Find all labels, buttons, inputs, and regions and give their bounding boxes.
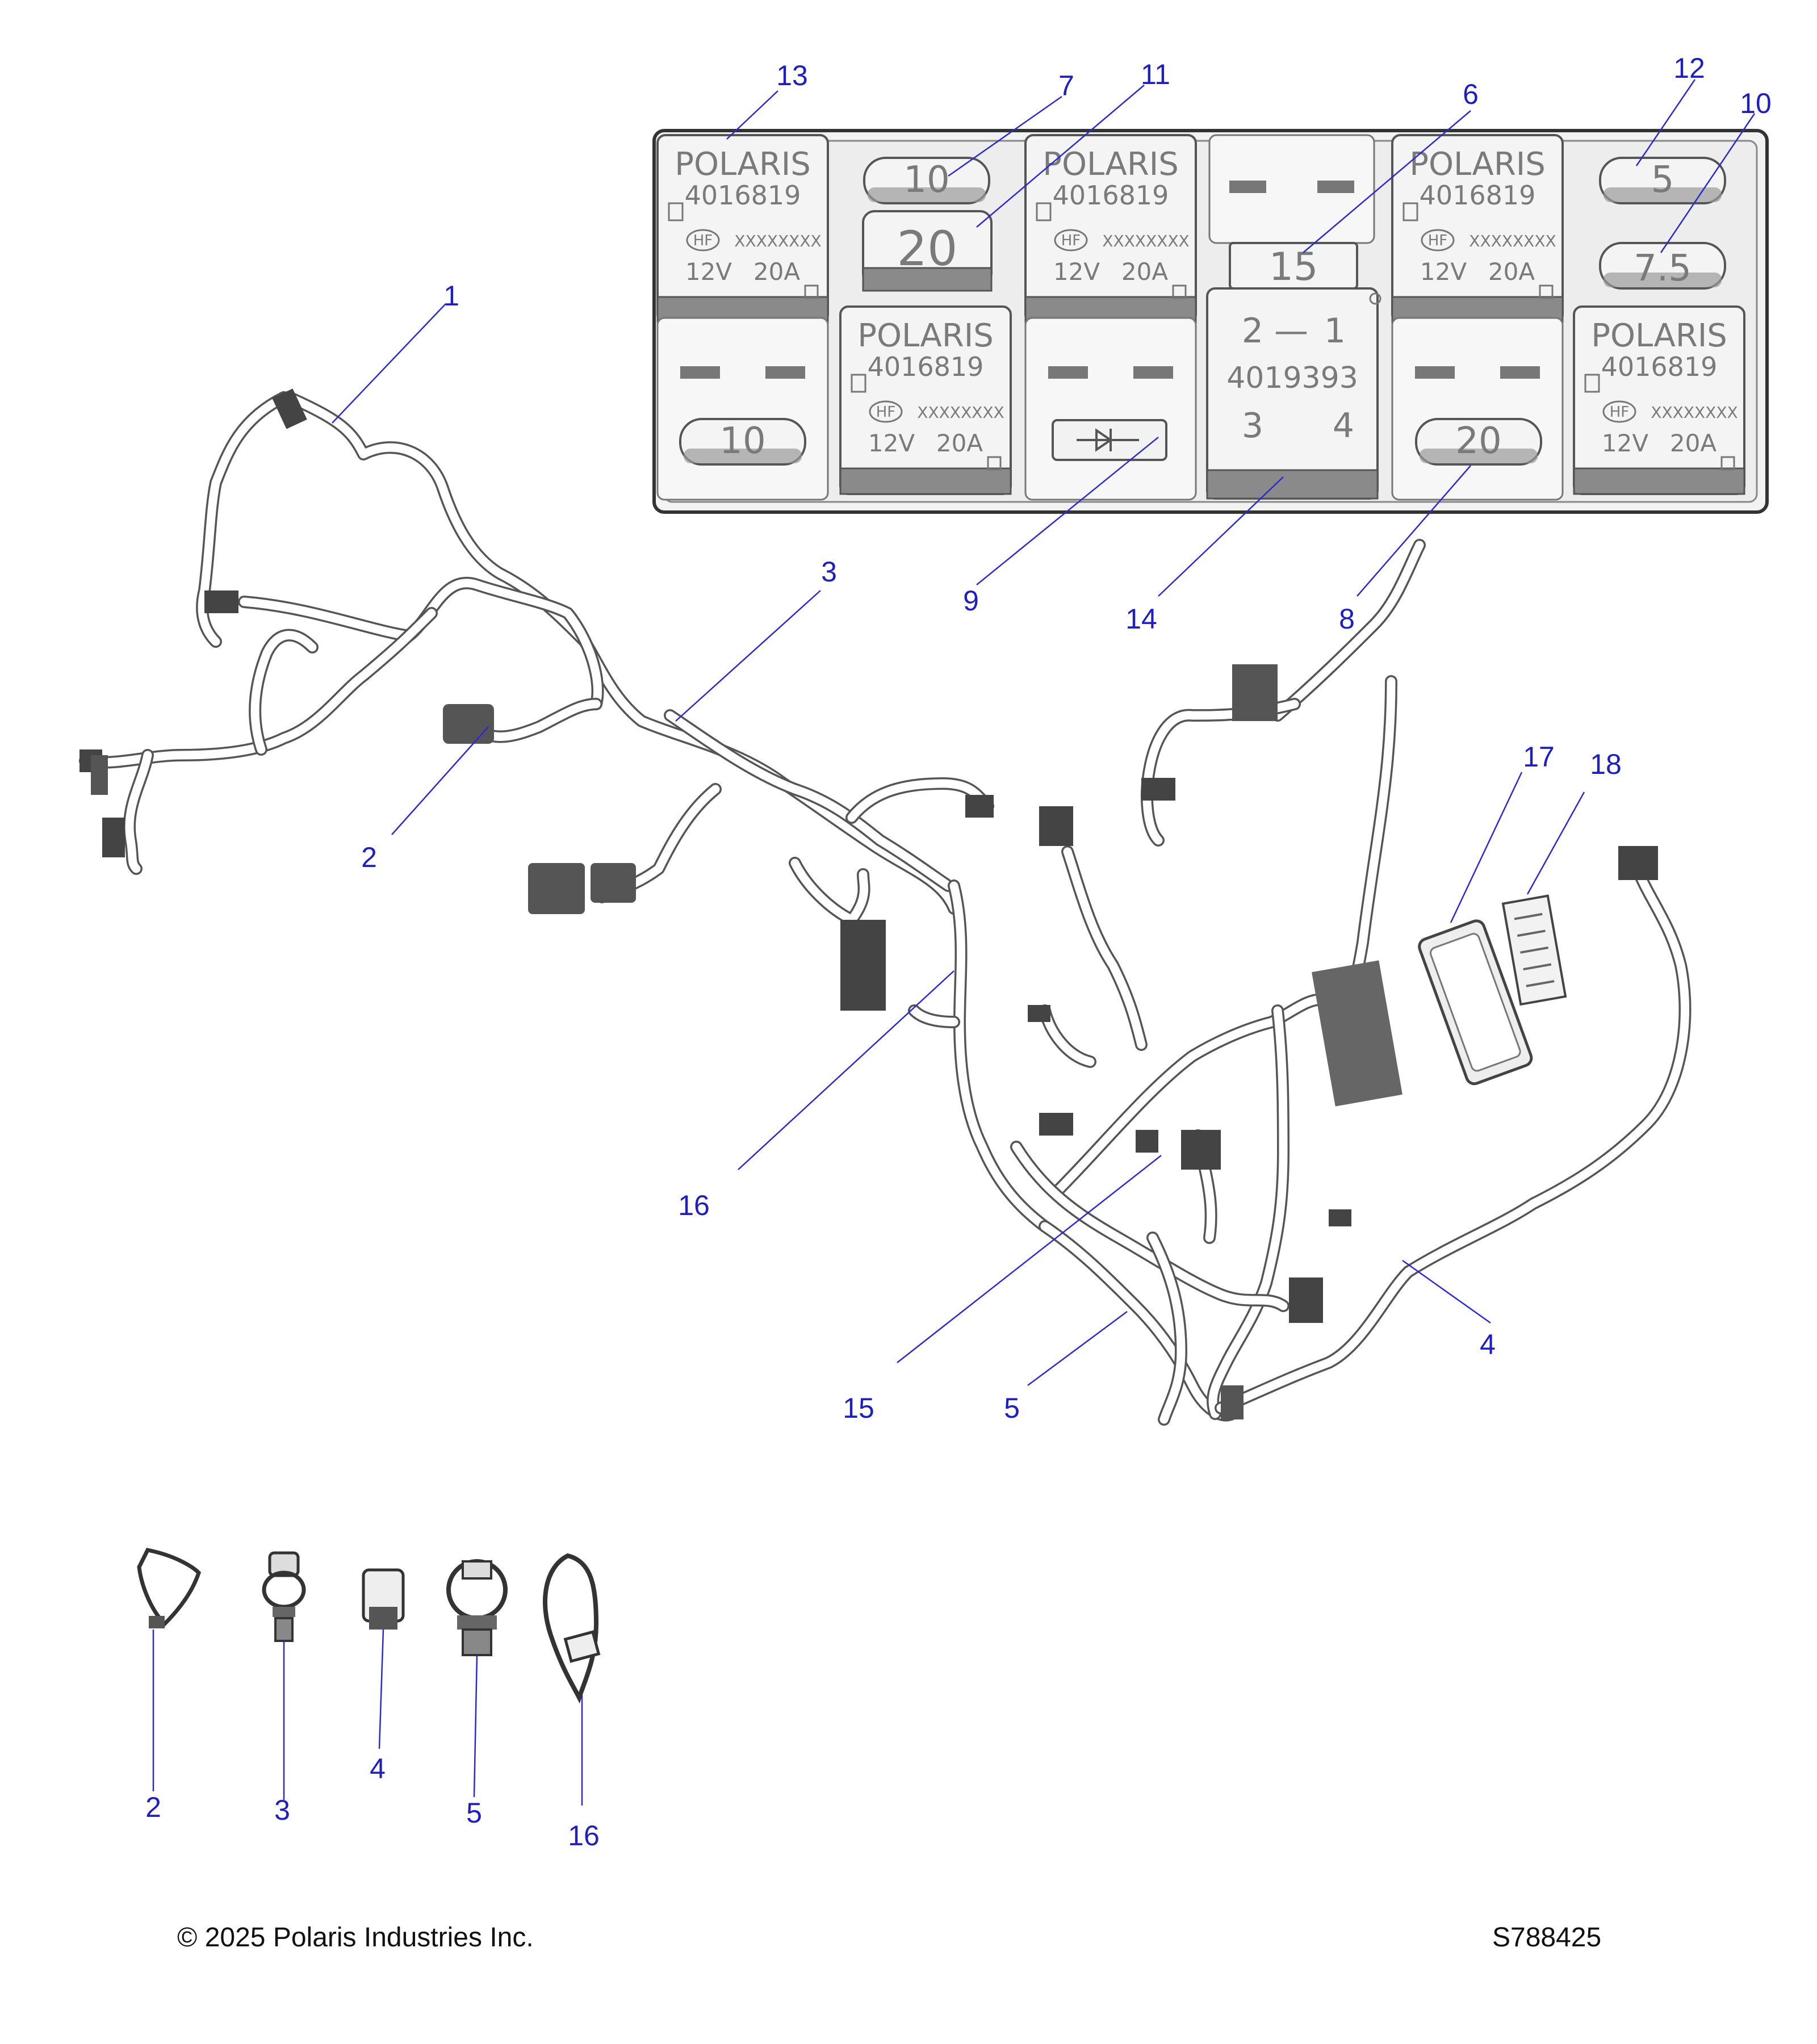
fuse-11: 20 — [862, 210, 993, 292]
fuse-10: 7.5 — [1599, 242, 1726, 290]
fuse-7: 10 — [863, 157, 990, 204]
callout-11: 11 — [1141, 58, 1170, 90]
callout-2: 2 — [361, 841, 377, 873]
legend-4: 4 — [370, 1753, 386, 1785]
fuse-7-rating: 10 — [903, 159, 949, 201]
empty-slot-bottom-right — [1391, 317, 1564, 501]
wiring-harness — [79, 388, 1692, 1426]
relay-top-middle-current: 20A — [1121, 258, 1168, 286]
relay-13-logo: HF — [693, 232, 713, 249]
relay-top-right: POLARIS 4016819 HF XXXXXXXX 12V 20A — [1391, 134, 1564, 324]
fuse-12-rating: 5 — [1651, 159, 1674, 201]
callout-18: 18 — [1590, 748, 1622, 780]
copyright-text: © 2025 Polaris Industries Inc. — [177, 1922, 534, 1953]
legend-16: 16 — [568, 1820, 600, 1852]
relay-bottom-left-part: 4016819 — [868, 351, 984, 382]
empty-slot-bottom-left — [656, 317, 829, 501]
relay-top-middle-logo: HF — [1061, 232, 1081, 249]
callout-7: 7 — [1058, 70, 1074, 102]
relay-top-middle-part: 4016819 — [1053, 180, 1169, 211]
relay-13-part: 4016819 — [685, 180, 801, 211]
fastener-4-icon: 4 — [362, 1568, 405, 1785]
legend-2: 2 — [145, 1791, 161, 1823]
main-relay-dash: — — [1274, 311, 1308, 351]
callout-17: 17 — [1523, 741, 1555, 773]
callout-9: 9 — [963, 585, 979, 617]
relay-bottom-left-logo: HF — [876, 404, 896, 421]
drawing-id: S788425 — [1492, 1922, 1602, 1953]
relay-bottom-right-logo: HF — [1610, 404, 1630, 421]
relay-top-right-current: 20A — [1488, 258, 1535, 286]
legend-5: 5 — [466, 1797, 482, 1829]
fuse-6: 15 — [1229, 242, 1358, 290]
relay-13: POLARIS 4016819 HF XXXXXXXX 12V 20A — [656, 134, 829, 324]
callout-14: 14 — [1125, 603, 1157, 635]
callout-4: 4 — [1480, 1329, 1496, 1360]
fuse-12: 5 — [1599, 157, 1726, 204]
relay-bottom-right-current: 20A — [1670, 429, 1716, 457]
fuse-bottom-left-rating: 10 — [719, 420, 765, 462]
relay-bottom-left-brand: POLARIS — [857, 317, 994, 354]
relay-top-middle-code: XXXXXXXX — [1102, 232, 1189, 250]
legend-3: 3 — [274, 1794, 290, 1826]
callout-6: 6 — [1463, 78, 1479, 110]
callout-13: 13 — [776, 60, 808, 91]
relay-bottom-right-part: 4016819 — [1601, 351, 1718, 382]
callout-16: 16 — [678, 1189, 710, 1221]
relay-bottom-left-current: 20A — [936, 429, 983, 457]
diode-slot — [1024, 317, 1197, 501]
relay-13-voltage: 12V — [685, 258, 732, 286]
fastener-3-icon: 3 — [262, 1551, 306, 1826]
relay-top-right-code: XXXXXXXX — [1469, 232, 1556, 250]
main-relay-pin-1: 1 — [1324, 311, 1346, 351]
relay-top-right-brand: POLARIS — [1409, 146, 1546, 183]
main-relay-14: 2 — 1 4019393 3 4 — [1206, 287, 1381, 500]
relay-bottom-right-voltage: 12V — [1602, 429, 1648, 457]
main-relay-part: 4019393 — [1226, 361, 1358, 395]
relay-top-right-part: 4016819 — [1420, 180, 1536, 211]
hardware-legend: 2 3 4 5 16 — [137, 1548, 601, 1852]
relay-bottom-left-voltage: 12V — [868, 429, 915, 457]
fuse-8-rating: 20 — [1455, 420, 1501, 462]
relay-bottom-left-code: XXXXXXXX — [917, 403, 1004, 422]
callout-12: 12 — [1673, 52, 1705, 84]
relay-top-middle-brand: POLARIS — [1043, 146, 1179, 183]
callout-5: 5 — [1004, 1392, 1020, 1424]
fastener-16-icon: 16 — [543, 1553, 601, 1852]
empty-slot-top-center — [1208, 134, 1375, 244]
fuse-11-rating: 20 — [897, 221, 958, 277]
relay-13-code: XXXXXXXX — [734, 232, 821, 250]
main-relay-pin-4: 4 — [1333, 406, 1354, 446]
diode-symbol-icon — [1077, 428, 1139, 452]
relay-13-brand: POLARIS — [675, 146, 811, 183]
relay-13-current: 20A — [753, 258, 800, 286]
relay-top-right-logo: HF — [1428, 232, 1448, 249]
callout-15: 15 — [843, 1392, 874, 1424]
relay-bottom-right-brand: POLARIS — [1591, 317, 1727, 354]
callout-3: 3 — [821, 556, 837, 588]
relay-bottom-right: POLARIS 4016819 HF XXXXXXXX 12V 20A — [1573, 305, 1745, 495]
relay-bottom-left: POLARIS 4016819 HF XXXXXXXX 12V 20A — [839, 305, 1012, 495]
fastener-2-icon: 2 — [137, 1548, 202, 1823]
fuse-box-panel: POLARIS 4016819 HF XXXXXXXX 12V 20A 10 2… — [652, 129, 1769, 514]
fuse-6-rating: 15 — [1269, 245, 1318, 290]
label-18 — [1501, 894, 1567, 1006]
main-relay-pin-3: 3 — [1242, 406, 1263, 446]
callout-10: 10 — [1740, 87, 1772, 119]
fuse-box-assembly-17 — [1418, 919, 1533, 1086]
fuse-8: 20 — [1415, 418, 1542, 466]
callout-1: 1 — [443, 280, 459, 312]
relay-bottom-right-code: XXXXXXXX — [1651, 403, 1738, 422]
callouts: 13 7 11 6 12 10 9 14 8 1 3 2 16 17 18 4 — [332, 52, 1772, 1424]
main-relay-pin-2: 2 — [1242, 311, 1263, 351]
fastener-5-icon: 5 — [446, 1559, 508, 1829]
relay-top-middle-voltage: 12V — [1053, 258, 1100, 286]
relay-top-right-voltage: 12V — [1420, 258, 1467, 286]
callout-8: 8 — [1339, 603, 1355, 635]
fuse-bottom-left: 10 — [679, 418, 806, 466]
fuse-10-rating: 7.5 — [1634, 248, 1692, 290]
